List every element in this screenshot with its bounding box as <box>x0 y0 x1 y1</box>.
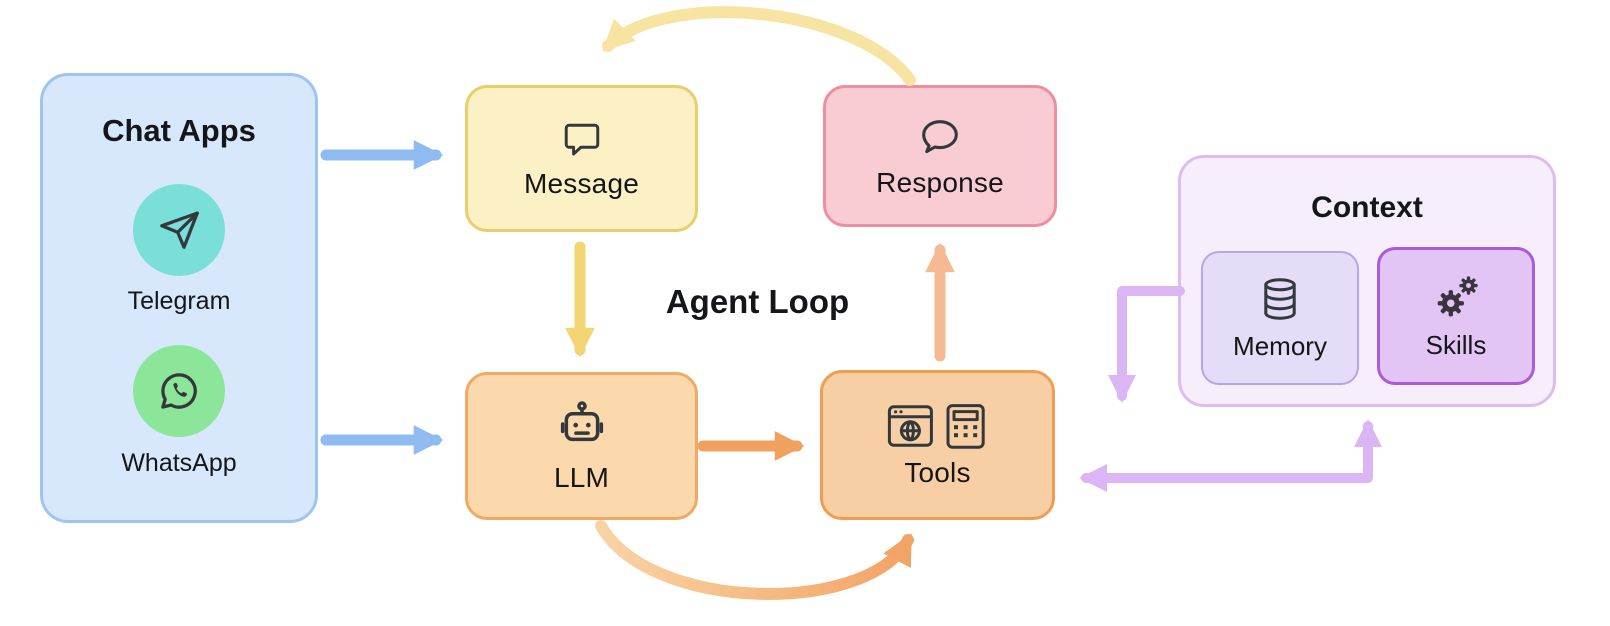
skills-node: Skills <box>1377 247 1535 385</box>
arrow-response-to-message-arc <box>602 6 916 86</box>
arrow-llm-to-tools-arc <box>595 520 914 600</box>
context-title: Context <box>1311 191 1423 224</box>
agent-loop-label: Agent Loop <box>665 283 850 320</box>
arrow-context-to-tools-elbow <box>1108 286 1185 403</box>
memory-label: Memory <box>1233 330 1327 361</box>
telegram-label: Telegram <box>127 287 231 315</box>
telegram-badge <box>133 184 225 276</box>
telegram-icon <box>156 207 202 253</box>
whatsapp-icon <box>156 368 202 414</box>
response-label: Response <box>876 166 1004 198</box>
arrow-tools-context-bidirectional <box>1079 419 1382 492</box>
chat-square-icon <box>560 117 604 161</box>
chat-apps-title: Chat Apps <box>102 113 256 148</box>
chat-apps-panel: Chat Apps Telegram WhatsApp <box>40 73 318 523</box>
whatsapp-badge <box>133 345 225 437</box>
browser-calculator-icon <box>886 402 990 450</box>
llm-label: LLM <box>553 461 610 493</box>
skills-label: Skills <box>1425 329 1487 360</box>
message-label: Message <box>523 168 639 199</box>
tools-node: Tools <box>820 370 1055 520</box>
memory-node: Memory <box>1201 251 1359 385</box>
chat-round-icon <box>917 114 963 160</box>
robot-icon <box>554 399 610 455</box>
database-icon <box>1256 275 1304 323</box>
context-panel: Context Memory <box>1178 155 1556 407</box>
whatsapp-label: WhatsApp <box>121 449 237 477</box>
message-node: Message <box>465 85 698 232</box>
response-node: Response <box>823 85 1057 227</box>
gears-icon <box>1431 272 1481 322</box>
tools-label: Tools <box>904 456 971 488</box>
llm-node: LLM <box>465 372 698 520</box>
